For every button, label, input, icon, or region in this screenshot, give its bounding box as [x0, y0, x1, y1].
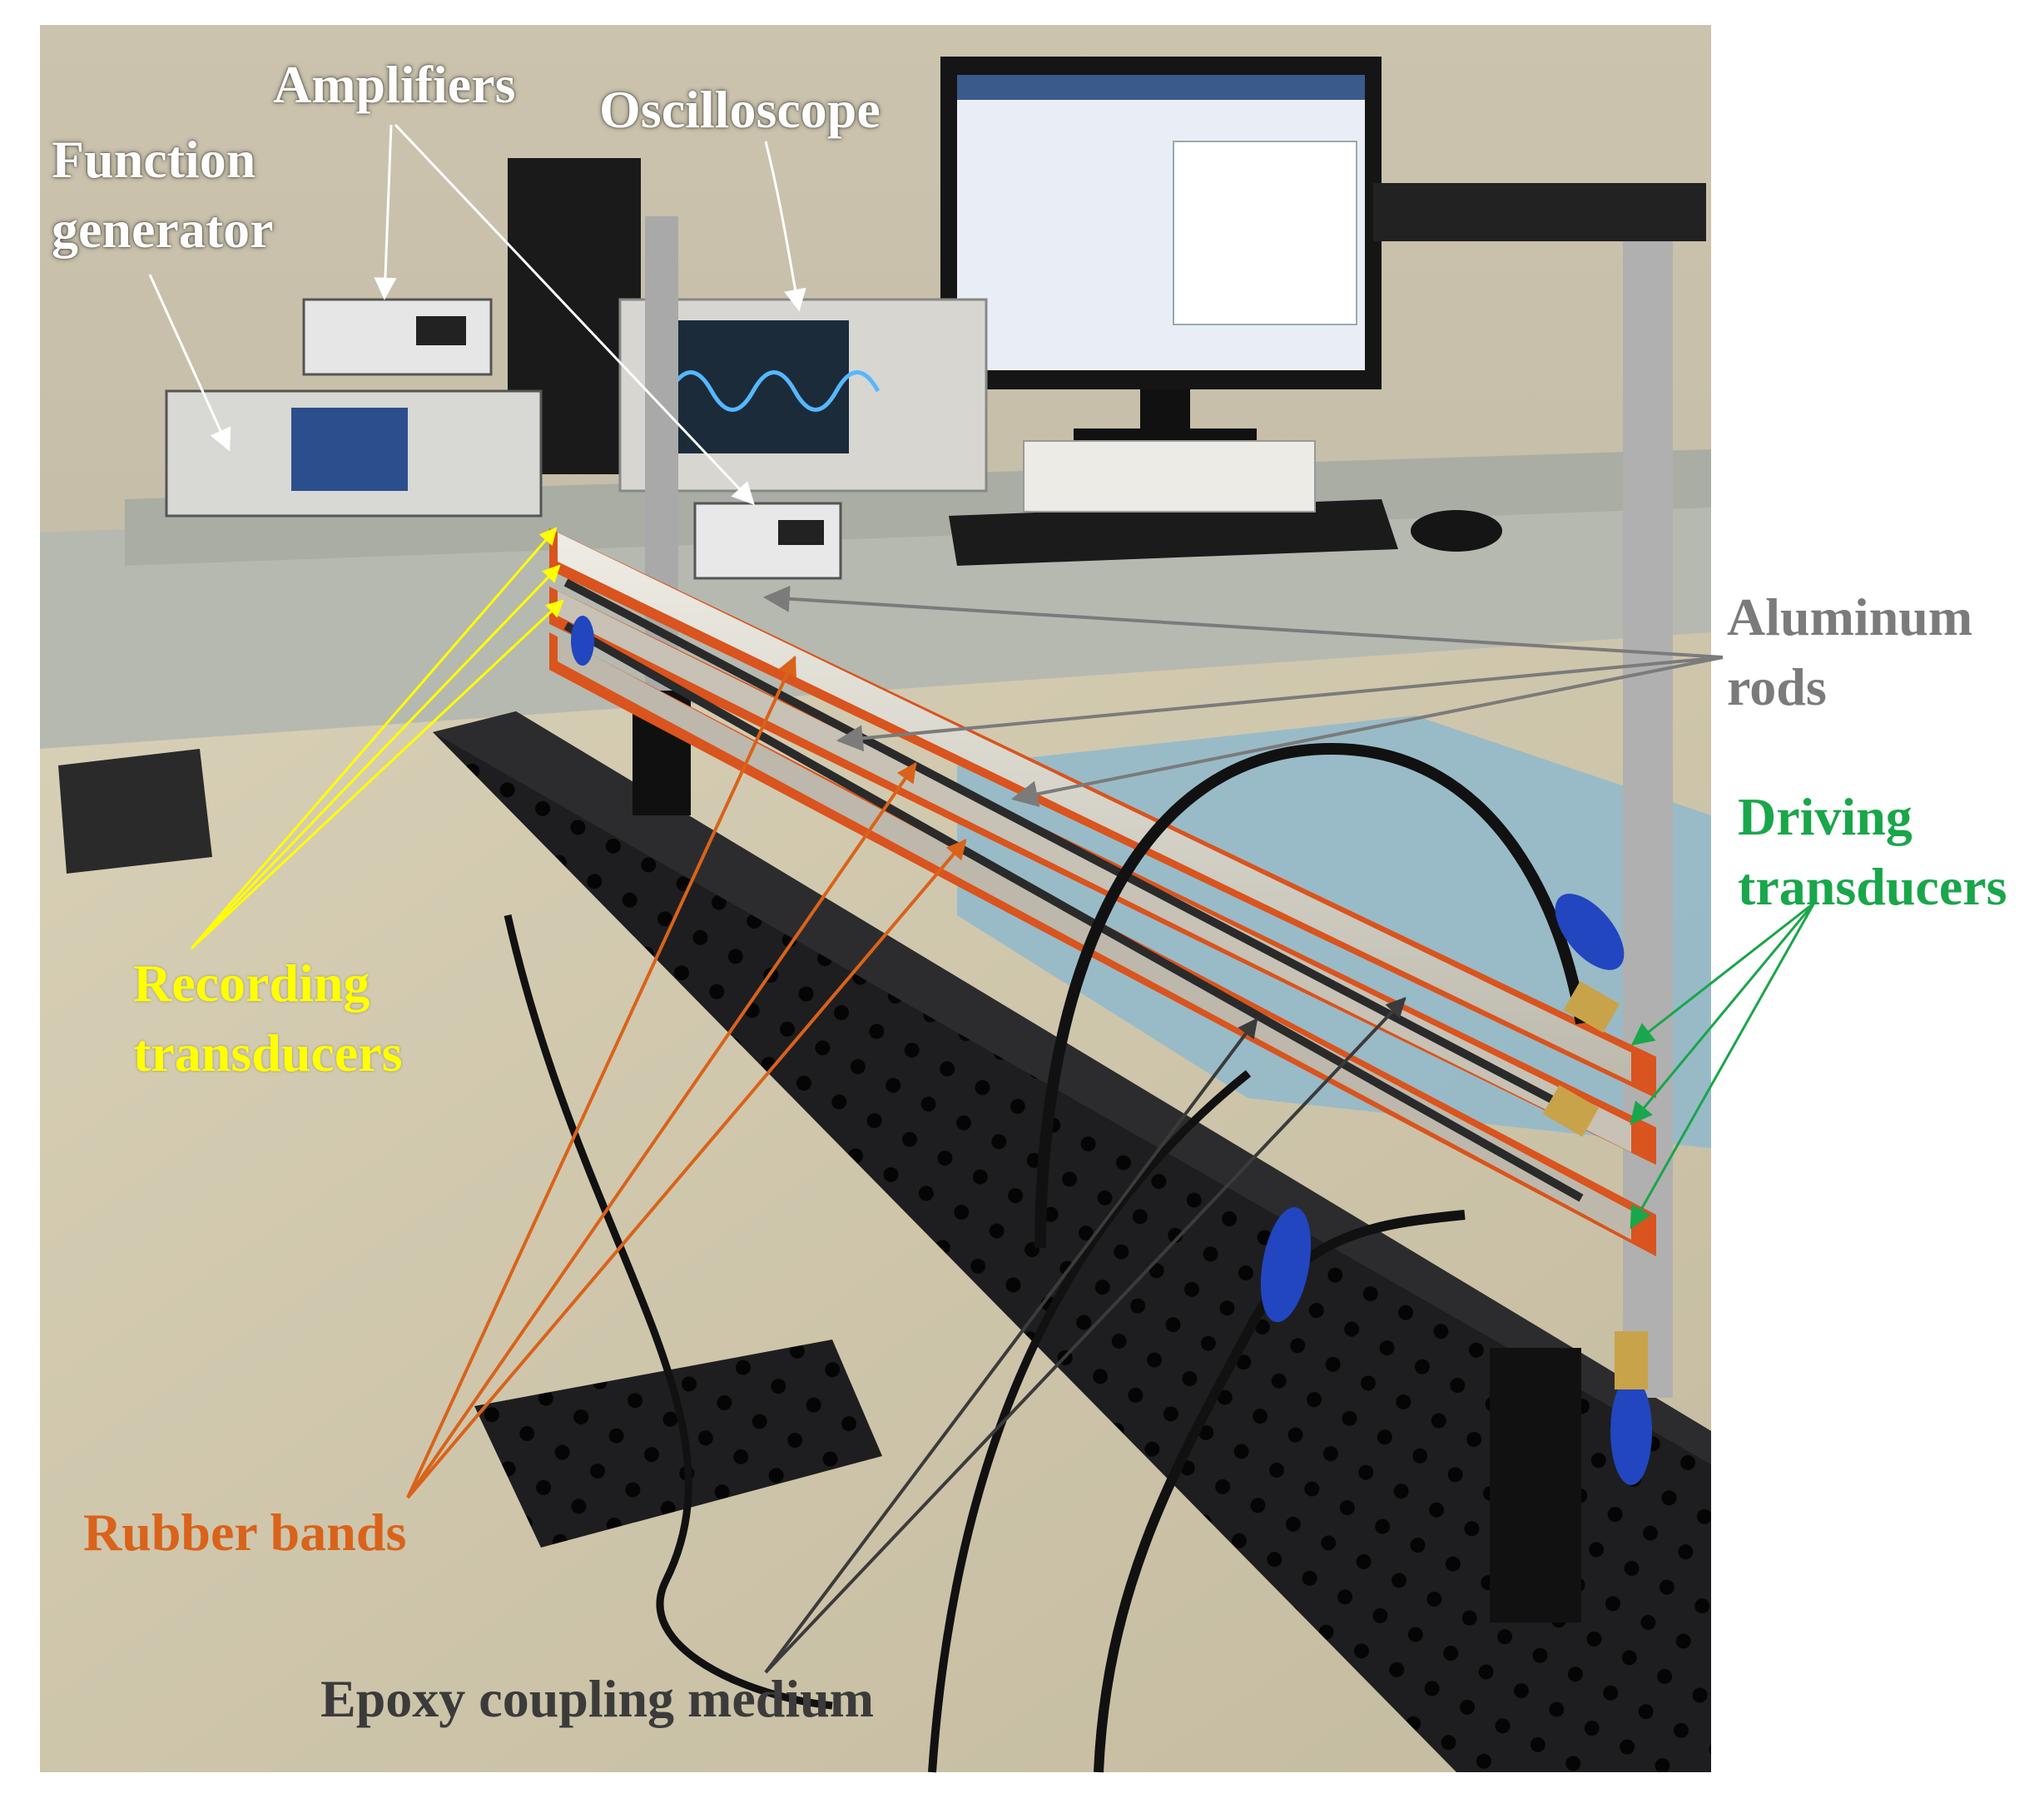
label-aluminum-rods-line1: Aluminum [1727, 587, 1973, 646]
label-aluminum-rods: Aluminum rods [1727, 582, 1972, 722]
label-amplifiers: Amplifiers [273, 50, 516, 120]
label-driving-transducers-line2: transducers [1738, 857, 2007, 916]
arrow-rubber-bands [406, 655, 967, 1499]
arrow-function-generator [148, 274, 231, 452]
label-function-generator: Function generator [52, 125, 274, 265]
label-driving-transducers-line1: Driving [1738, 787, 1913, 846]
label-function-generator-line1: Function [52, 130, 256, 189]
arrow-driving-transducers [1630, 901, 1816, 1230]
label-driving-transducers: Driving transducers [1738, 782, 2007, 922]
label-epoxy-coupling-medium-text: Epoxy coupling medium [320, 1669, 875, 1728]
label-oscilloscope: Oscilloscope [599, 75, 881, 145]
arrow-recording-transducers [190, 527, 564, 950]
label-rubber-bands-text: Rubber bands [83, 1503, 407, 1562]
label-recording-transducers-line1: Recording [133, 953, 370, 1013]
label-recording-transducers-line2: transducers [133, 1023, 403, 1082]
label-recording-transducers: Recording transducers [133, 949, 403, 1088]
arrow-aluminum-rods [762, 585, 1724, 808]
arrow-amplifiers [374, 123, 755, 505]
label-function-generator-line2: generator [52, 200, 274, 259]
arrow-epoxy-coupling-medium [764, 997, 1406, 1674]
label-aluminum-rods-line2: rods [1727, 657, 1827, 716]
label-rubber-bands: Rubber bands [83, 1498, 406, 1568]
arrow-oscilloscope [764, 141, 806, 312]
photo [40, 25, 1711, 1773]
label-oscilloscope-text: Oscilloscope [599, 80, 881, 139]
label-amplifiers-text: Amplifiers [273, 55, 516, 114]
label-epoxy-coupling-medium: Epoxy coupling medium [320, 1664, 874, 1734]
